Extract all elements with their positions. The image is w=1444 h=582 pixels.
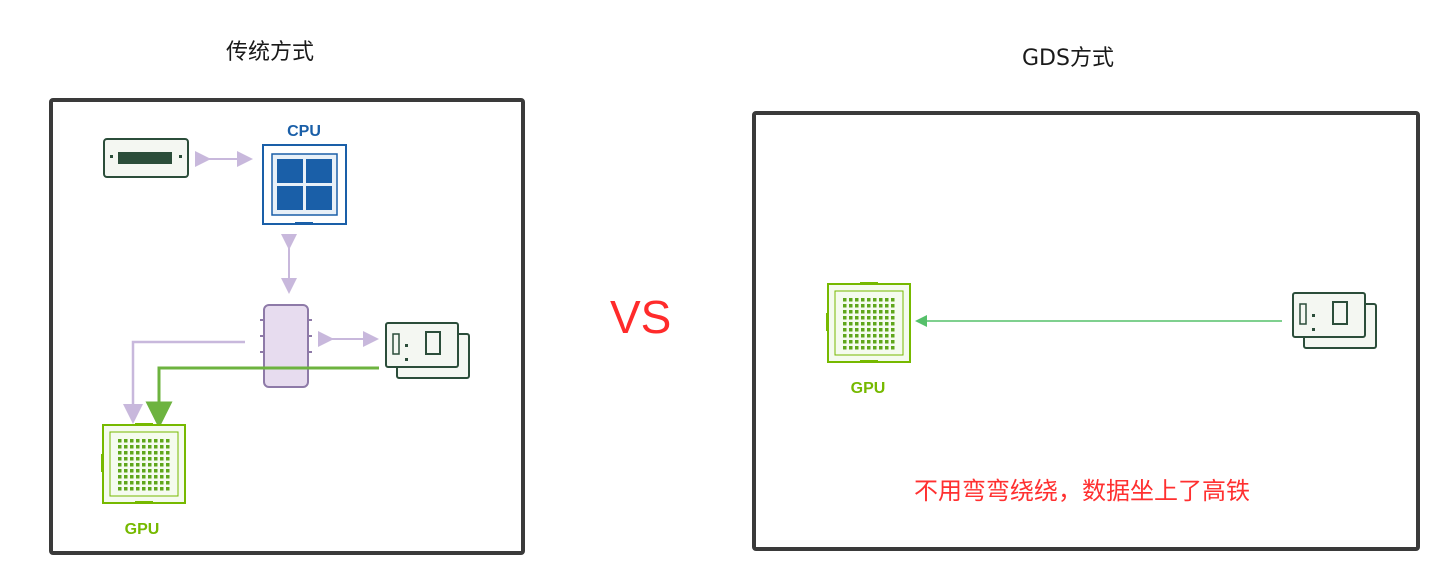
cpu-label: CPU: [287, 123, 321, 140]
memory-module-icon: [103, 138, 189, 178]
gds-caption: 不用弯弯绕绕，数据坐上了高铁: [914, 477, 1250, 505]
bounce-path-purple: [123, 340, 245, 424]
gpu-icon: [101, 423, 186, 504]
traditional-method-title: 传统方式: [226, 40, 315, 65]
storage-nic-icon: [385, 322, 470, 379]
cpu-icon: [262, 144, 347, 225]
gds-diagram-panel: GPU 不用弯弯绕绕，数据坐上了高铁: [752, 111, 1420, 551]
gpu-icon: [826, 282, 911, 363]
gpu-label-traditional: GPU: [125, 521, 160, 538]
traditional-diagram-panel: CPU: [49, 98, 525, 555]
gpu-label-gds: GPU: [851, 380, 886, 397]
data-path-green: [145, 366, 379, 429]
pcie-switch-icon: [260, 304, 312, 388]
traditional-diagram: CPU: [101, 123, 470, 538]
gds-diagram: GPU: [826, 282, 1377, 397]
gds-method-title: GDS方式: [1022, 46, 1114, 71]
vs-label: VS: [610, 291, 672, 343]
storage-nic-icon: [1292, 292, 1377, 349]
